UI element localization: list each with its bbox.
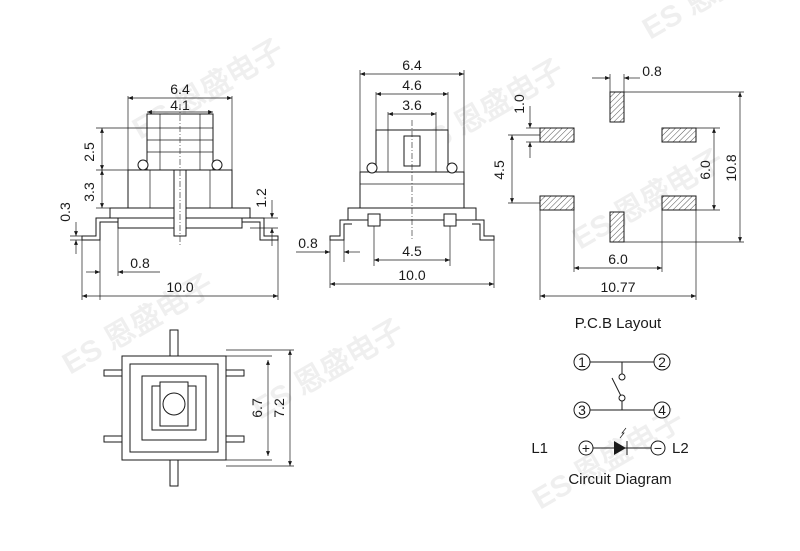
top-view: 6.7 7.2: [103, 329, 294, 487]
pcb-dim-pad-width: 0.8: [642, 63, 662, 79]
side-dim-body-width: 6.4: [402, 57, 422, 73]
terminal-3-label: 3: [578, 402, 586, 418]
front-dim-width-top: 6.4: [170, 81, 190, 97]
side-led-right: [446, 162, 458, 174]
front-dim-overall-width: 10.0: [166, 279, 193, 295]
top-lens: [162, 392, 186, 416]
led-l2-label: L2: [672, 440, 689, 457]
top-lead-2: [103, 435, 123, 443]
side-terminal-right: [443, 213, 457, 227]
front-led-left: [137, 159, 149, 171]
top-dim-overall: 7.2: [271, 398, 287, 418]
led-diode-icon: [614, 441, 626, 455]
side-dim-actuator-width: 4.6: [402, 77, 422, 93]
top-dim-body: 6.7: [249, 398, 265, 418]
watermark-6: ES 恩盛电子: [527, 403, 689, 516]
front-dim-actuator-height: 2.5: [81, 142, 97, 162]
circuit-title: Circuit Diagram: [568, 471, 671, 488]
led-minus: −: [654, 440, 662, 456]
front-dim-body-height: 3.3: [81, 182, 97, 202]
side-dim-lead-width: 0.8: [298, 235, 318, 251]
side-view: 6.4 4.6 3.6 0.8 4.5 10.0: [296, 57, 495, 288]
front-view: 6.4 4.1 2.5 3.3 0.3 1.2 0.8 10.0: [57, 81, 279, 300]
pcb-layout-title: P.C.B Layout: [575, 315, 662, 332]
pcb-pad-bottom: [609, 211, 625, 243]
pcb-pad-left-bottom: [539, 195, 575, 211]
front-dim-lead-thickness: 0.3: [57, 202, 73, 222]
side-dim-overall-width: 10.0: [398, 267, 425, 283]
pcb-dim-horizontal-pitch: 6.0: [608, 251, 628, 267]
front-dim-lead-length: 0.8: [130, 255, 150, 271]
top-pin-top: [169, 329, 179, 357]
side-lead-left: [329, 219, 352, 241]
pcb-pad-top: [609, 91, 625, 123]
led-cathode-terminal: [650, 440, 666, 456]
side-dim-terminal-pitch: 4.5: [402, 243, 422, 259]
top-lead-4: [225, 435, 245, 443]
pcb-pad-right-top: [661, 127, 697, 143]
pcb-dim-overall-width: 10.77: [600, 279, 635, 295]
switch-contact-bottom: [618, 394, 626, 402]
switch-contact-top: [618, 373, 626, 381]
pcb-pad-right-bottom: [661, 195, 697, 211]
front-led-right: [211, 159, 223, 171]
led-l1-label: L1: [531, 440, 548, 457]
pcb-dim-pad-height: 1.0: [511, 94, 527, 114]
front-lead-left: [81, 217, 118, 241]
top-pin-bottom: [169, 459, 179, 487]
front-dim-base-height: 1.2: [253, 188, 269, 208]
side-led-left: [366, 162, 378, 174]
pcb-dim-pad-span: 6.0: [697, 160, 713, 180]
side-dim-inner-width: 3.6: [402, 97, 422, 113]
watermark-1: ES 恩盛电子: [637, 0, 799, 46]
terminal-4-label: 4: [658, 402, 666, 418]
pcb-pad-left-top: [539, 127, 575, 143]
pcb-dim-vertical-pitch: 4.5: [491, 160, 507, 180]
terminal-1-label: 1: [578, 354, 586, 370]
led-light-icon: [619, 427, 627, 439]
front-lead-right: [242, 217, 279, 241]
terminal-2-label: 2: [658, 354, 666, 370]
top-lead-1: [103, 369, 123, 377]
pcb-layout: 0.8 1.0 4.5 6.0 10.8 6.0 10.77 P.C.B Lay…: [491, 63, 744, 332]
side-terminal-left: [367, 213, 381, 227]
pcb-dim-overall-height: 10.8: [723, 154, 739, 181]
side-lead-right: [472, 219, 495, 241]
watermark-7: ES 恩盛电子: [567, 143, 729, 256]
led-plus: +: [582, 440, 590, 456]
front-dim-actuator-width: 4.1: [170, 97, 190, 113]
top-lead-3: [225, 369, 245, 377]
circuit-diagram: 1 2 3 4 L1 + − L2 Circuit Diagram: [531, 353, 689, 488]
switch-lever: [611, 377, 623, 399]
